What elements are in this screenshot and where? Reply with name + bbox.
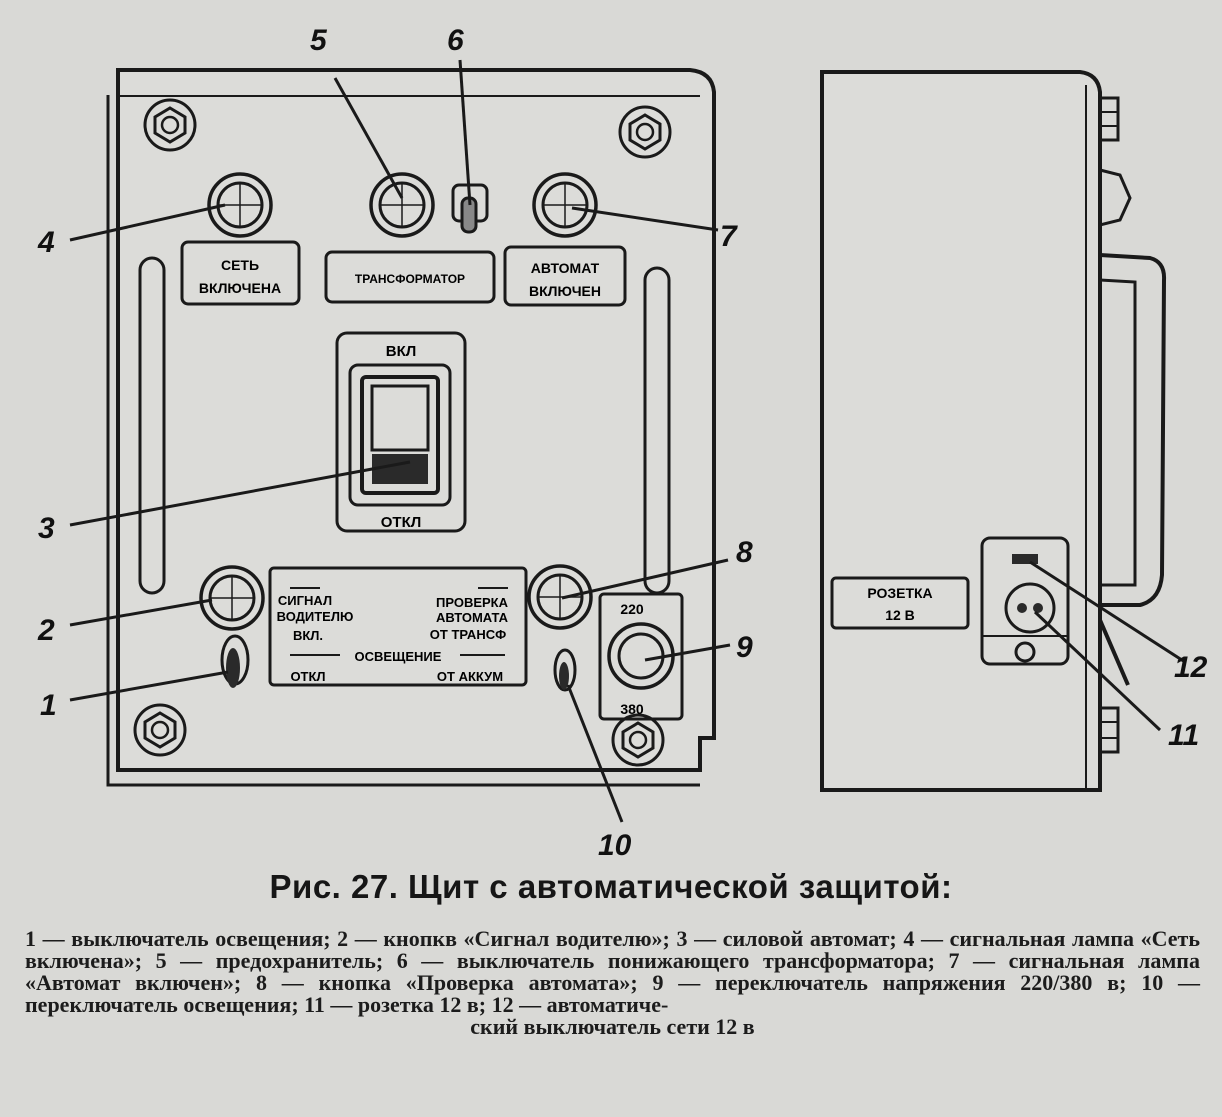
caption-title: Рис. 27. Щит с автоматической защитой: xyxy=(269,868,953,905)
callout-12: 12 xyxy=(1174,651,1208,684)
callout-9: 9 xyxy=(736,631,753,664)
callout-10: 10 xyxy=(598,829,632,862)
callout-4: 4 xyxy=(37,226,55,259)
power-automat[interactable]: ВКЛ ОТКЛ xyxy=(335,331,467,533)
signal-plate: СИГНАЛ ВОДИТЕЛЮ ПРОВЕРКА АВТОМАТА ВКЛ. О… xyxy=(268,566,528,687)
switch-off-label: ОТКЛ xyxy=(381,514,422,531)
plate-set-on: СЕТЬ ВКЛЮЧЕНА xyxy=(180,240,301,306)
callout-7: 7 xyxy=(720,220,738,253)
caption-legend-main: 1 — выключатель освещения; 2 — кнопкв «С… xyxy=(25,926,1200,1017)
check-line1: ПРОВЕРКА xyxy=(436,595,509,610)
callout-1: 1 xyxy=(40,689,57,722)
light-off-label: ОТКЛ xyxy=(290,669,325,684)
button-signal-driver[interactable] xyxy=(199,565,265,631)
breaker-12v[interactable] xyxy=(1012,554,1038,564)
plate-automat-line1: АВТОМАТ xyxy=(531,260,600,276)
signal-line2: ВОДИТЕЛЮ xyxy=(277,609,354,624)
fuse xyxy=(369,172,435,238)
light-on-label: ВКЛ. xyxy=(293,628,323,643)
callout-2: 2 xyxy=(37,614,55,647)
callout-3: 3 xyxy=(38,512,55,545)
switch-on-label: ВКЛ xyxy=(386,343,417,360)
socket-12v[interactable] xyxy=(980,536,1070,666)
plate-automat-on: АВТОМАТ ВКЛЮЧЕН xyxy=(503,245,627,307)
lighting-switch[interactable] xyxy=(220,634,250,688)
caption-legend: 1 — выключатель освещения; 2 — кнопкв «С… xyxy=(25,928,1200,1038)
front-panel: СЕТЬ ВКЛЮЧЕНА ТРАНСФОРМАТОР АВТОМАТ ВКЛЮ… xyxy=(106,68,716,787)
voltage-220: 220 xyxy=(620,601,644,617)
lighting-selector[interactable] xyxy=(553,648,577,692)
from-transformer-label: ОТ ТРАНСФ xyxy=(430,627,506,642)
socket-plate: РОЗЕТКА 12 В xyxy=(830,576,970,630)
callout-8: 8 xyxy=(736,536,753,569)
caption-legend-last: ский выключатель сети 12 в xyxy=(470,1014,755,1039)
lighting-label: ОСВЕЩЕНИЕ xyxy=(355,649,442,664)
button-check-automat[interactable] xyxy=(527,564,593,630)
plate-set-line2: ВКЛЮЧЕНА xyxy=(199,280,281,296)
callout-6: 6 xyxy=(447,24,464,57)
side-bolt xyxy=(1098,96,1120,142)
callout-5: 5 xyxy=(310,24,328,57)
plate-automat-line2: ВКЛЮЧЕН xyxy=(529,283,601,299)
signal-line1: СИГНАЛ xyxy=(278,593,332,608)
plate-transformer-text: ТРАНСФОРМАТОР xyxy=(355,272,465,286)
side-panel: РОЗЕТКА 12 В xyxy=(820,70,1167,792)
plate-set-line1: СЕТЬ xyxy=(221,257,259,273)
callout-11: 11 xyxy=(1168,719,1199,752)
side-bolt xyxy=(1098,706,1120,754)
socket-plate-line1: РОЗЕТКА xyxy=(867,585,932,601)
side-bolt xyxy=(1098,168,1132,227)
socket-plate-line2: 12 В xyxy=(885,607,915,623)
shield-diagram: СЕТЬ ВКЛЮЧЕНА ТРАНСФОРМАТОР АВТОМАТ ВКЛЮ… xyxy=(37,24,1208,862)
voltage-380: 380 xyxy=(620,701,644,717)
leader-lines xyxy=(69,59,1186,823)
plate-transformer: ТРАНСФОРМАТОР xyxy=(324,250,496,304)
check-line2: АВТОМАТА xyxy=(436,610,509,625)
lamp-automat-on xyxy=(532,172,598,238)
from-battery-label: ОТ АККУМ xyxy=(437,669,503,684)
caption: Рис. 27. Щит с автоматической защитой: xyxy=(0,868,1222,906)
